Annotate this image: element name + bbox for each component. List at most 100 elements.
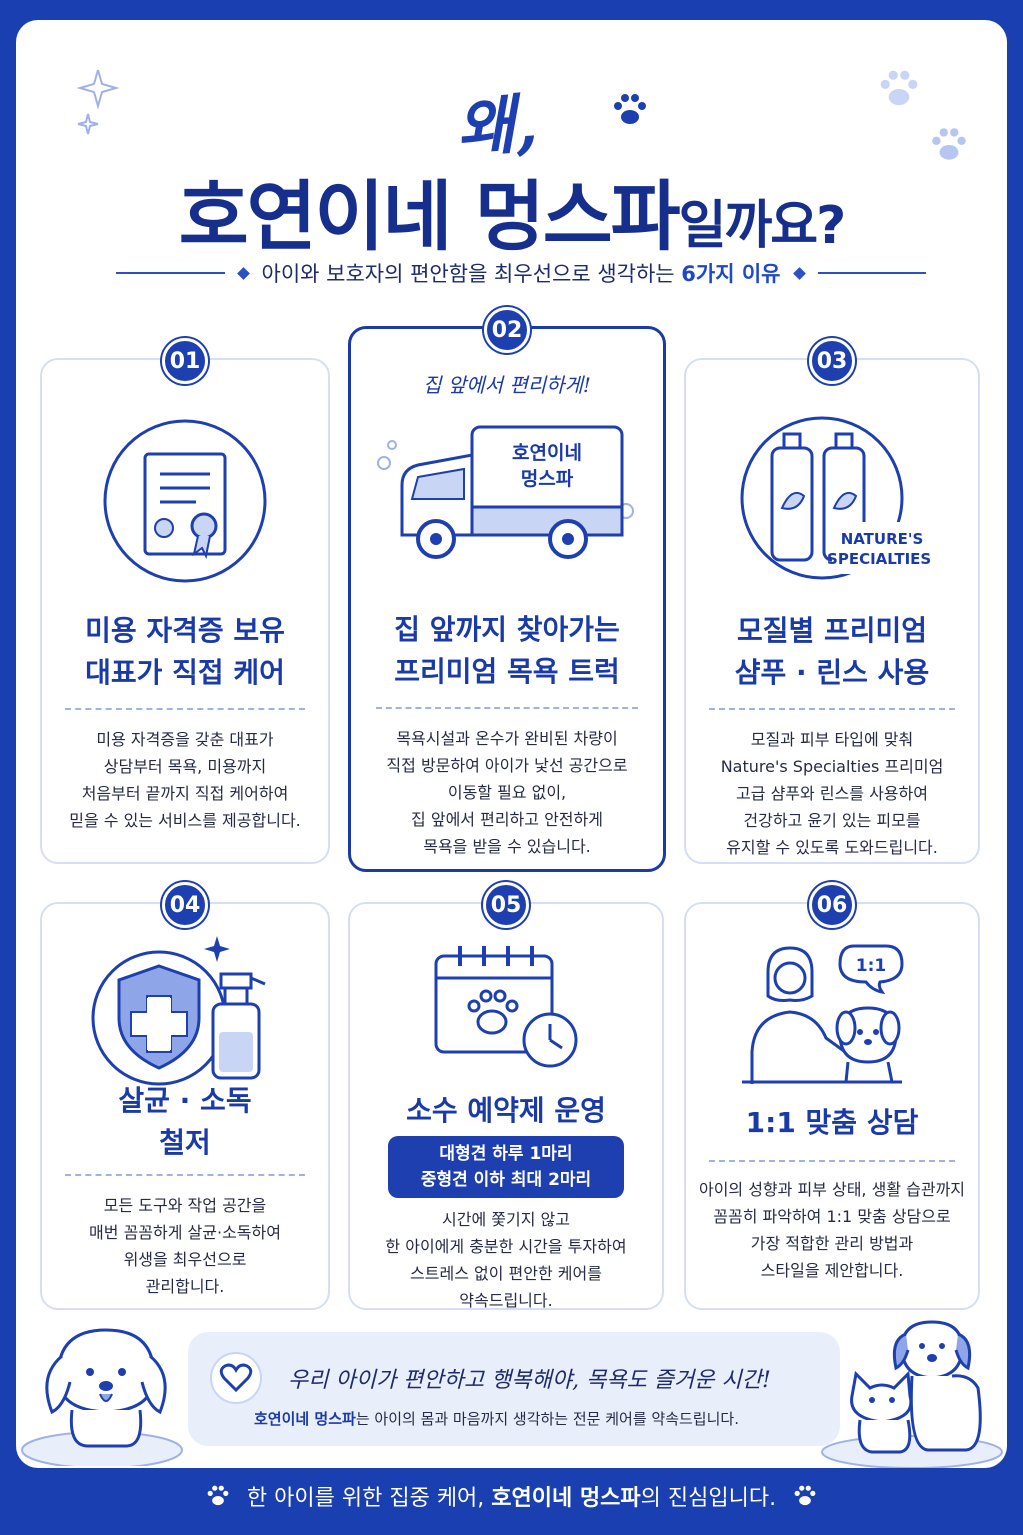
reservation-pill: 대형견 하루 1마리 중형견 이하 최대 2마리 — [388, 1136, 624, 1198]
card-title-line: 모질별 프리미엄 — [736, 614, 928, 647]
card-number: 02 — [484, 307, 530, 353]
card-desc: 목욕시설과 온수가 완비된 차량이 직접 방문하여 아이가 낯선 공간으로 이동… — [351, 725, 663, 860]
bottom-line-text: 는 아이의 몸과 마음까지 생각하는 전문 케어를 약속드립니다. — [355, 1410, 739, 1428]
pill-line: 대형견 하루 1마리 — [439, 1144, 573, 1164]
desc-line: 아이의 성향과 피부 상태, 생활 습관까지 — [698, 1180, 966, 1199]
title-main: 호연이네 멍스파 — [178, 172, 681, 261]
desc-line: 매번 꼼꼼하게 살균·소독하여 — [89, 1223, 281, 1242]
sparkle-icon — [76, 70, 120, 135]
bubble-text: 1:1 — [856, 956, 886, 976]
footer: 한 아이를 위한 집중 케어, 호연이네 멍스파의 진심입니다. — [0, 1480, 1023, 1512]
desc-line: 관리합니다. — [145, 1277, 225, 1296]
footer-text: 한 아이를 위한 집중 케어, 호연이네 멍스파의 진심입니다. — [247, 1480, 776, 1512]
desc-line: 직접 방문하여 아이가 낯선 공간으로 — [386, 756, 628, 775]
desc-line: 스타일을 제안합니다. — [760, 1261, 904, 1280]
diamond-icon — [236, 266, 250, 280]
bottom-brand: 호연이네 멍스파 — [254, 1410, 356, 1428]
poster: 왜, 호연이네 멍스파일까요? 아이와 보호자의 편안함을 최우선으로 생각하는… — [16, 20, 1007, 1468]
heart-icon — [219, 1363, 253, 1393]
desc-line: 약속드립니다. — [459, 1291, 553, 1310]
paw-icon — [932, 128, 966, 160]
consultation-icon: 1:1 — [742, 944, 904, 1084]
divider — [709, 708, 955, 710]
card-title: 집 앞까지 찾아가는 프리미엄 목욕 트럭 — [351, 609, 663, 693]
paw-icon — [880, 70, 918, 106]
card-title-line: 집 앞까지 찾아가는 — [394, 613, 620, 646]
desc-line: 위생을 최우선으로 — [123, 1250, 247, 1269]
card-number: 06 — [809, 882, 855, 928]
card-title-line: 대표가 직접 케어 — [85, 656, 285, 689]
card-title: 미용 자격증 보유 대표가 직접 케어 — [42, 610, 328, 694]
divider — [116, 272, 225, 274]
card-title-line: 소수 예약제 운영 — [406, 1094, 606, 1127]
card-06: 06 1:1 1:1 맞춤 상담 아이의 성향과 피부 상태, 생활 습관까지 … — [684, 882, 980, 1310]
desc-line: 모질과 피부 타입에 맞춰 — [750, 730, 914, 749]
card-title-line: 미용 자격증 보유 — [85, 614, 285, 647]
diamond-icon — [792, 266, 806, 280]
footer-post: 의 진심입니다. — [640, 1486, 777, 1511]
card-number: 05 — [483, 882, 529, 928]
page-title: 호연이네 멍스파일까요? — [16, 155, 1007, 265]
title-suffix: 일까요? — [678, 196, 847, 256]
desc-line: 고급 샴푸와 린스를 사용하여 — [736, 784, 928, 803]
shield-spray-icon — [91, 936, 266, 1086]
desc-line: 시간에 쫓기지 않고 — [442, 1210, 570, 1229]
brand-label-2: SPECIALTIES. — [827, 550, 932, 568]
card-05: 05 소수 예약제 운영 대형견 하루 1마리 중형견 이하 최대 2마리 시간… — [348, 882, 664, 1310]
certificate-icon — [103, 419, 267, 583]
paw-icon — [207, 1485, 229, 1506]
desc-line: 목욕시설과 온수가 완비된 차량이 — [396, 729, 618, 748]
desc-line: 가장 적합한 관리 방법과 — [750, 1234, 914, 1253]
desc-line: 목욕을 받을 수 있습니다. — [423, 837, 591, 856]
bottom-line: 호연이네 멍스파는 아이의 몸과 마음까지 생각하는 전문 케어를 약속드립니다… — [254, 1408, 739, 1429]
divider — [709, 1160, 955, 1162]
card-title-line: 1:1 맞춤 상담 — [745, 1106, 919, 1139]
card-title: 살균 · 소독 철저 — [42, 1080, 328, 1164]
footer-brand: 호연이네 멍스파 — [491, 1486, 641, 1511]
card-title-line: 철저 — [159, 1126, 211, 1159]
desc-line: 상담부터 목욕, 미용까지 — [103, 757, 267, 776]
card-desc: 모질과 피부 타입에 맞춰 Nature's Specialties 프리미엄 … — [686, 726, 978, 861]
desc-line: 이동할 필요 없이, — [447, 783, 567, 802]
subtitle: 아이와 보호자의 편안함을 최우선으로 생각하는 6가지 이유 — [262, 258, 781, 288]
footer-pre: 한 아이를 위한 집중 케어, — [246, 1486, 492, 1511]
card-03: 03 NATURE'S SPECIALTIES. 모질별 프리미엄 샴푸 · 린… — [684, 338, 980, 864]
card-number: 04 — [162, 882, 208, 928]
truck-label-1: 호연이네 — [512, 442, 582, 464]
divider — [64, 708, 306, 710]
desc-line: 믿을 수 있는 서비스를 제공합니다. — [69, 811, 301, 830]
bottom-script: 우리 아이가 편안하고 행복해야, 목욕도 즐거운 시간! — [288, 1368, 771, 1393]
card-02: 02 집 앞에서 편리하게! 호연이네 멍스파 집 앞까지 찾아가는 프리미엄 … — [348, 307, 666, 872]
calendar-clock-icon — [434, 946, 578, 1068]
card-desc: 시간에 쫓기지 않고 한 아이에게 충분한 시간을 투자하여 스트레스 없이 편… — [350, 1206, 662, 1314]
brand-label-1: NATURE'S — [841, 530, 924, 548]
desc-line: 스트레스 없이 편안한 케어를 — [410, 1264, 602, 1283]
paw-icon — [614, 94, 646, 124]
card-title: 1:1 맞춤 상담 — [686, 1102, 978, 1144]
divider — [375, 707, 639, 709]
dog-cat-illustration — [821, 1320, 1003, 1468]
card-desc: 미용 자격증을 갖춘 대표가 상담부터 목욕, 미용까지 처음부터 끝까지 직접… — [42, 726, 328, 834]
paw-icon — [794, 1485, 816, 1506]
card-title: 모질별 프리미엄 샴푸 · 린스 사용 — [686, 610, 978, 694]
card-number: 01 — [162, 338, 208, 384]
card-title-line: 샴푸 · 린스 사용 — [734, 656, 930, 689]
desc-line: 집 앞에서 편리하고 안전하게 — [411, 810, 603, 829]
card-title-line: 프리미엄 목욕 트럭 — [394, 655, 620, 688]
desc-line: 처음부터 끝까지 직접 케어하여 — [81, 784, 289, 803]
subtitle-row: 아이와 보호자의 편안함을 최우선으로 생각하는 6가지 이유 — [116, 258, 927, 288]
card-04: 04 살균 · 소독 철저 모든 도구와 작업 공간을 매번 꼼꼼하게 살균·소… — [40, 882, 330, 1310]
desc-line: Nature's Specialties 프리미엄 — [720, 757, 944, 776]
puppy-illustration — [21, 1328, 183, 1466]
desc-line: 꼼꼼히 파악하여 1:1 맞춤 상담으로 — [713, 1207, 951, 1226]
desc-line: 건강하고 윤기 있는 피모를 — [743, 811, 921, 830]
truck-label-2: 멍스파 — [521, 468, 574, 490]
card-title: 소수 예약제 운영 — [350, 1090, 662, 1132]
desc-line: 한 아이에게 충분한 시간을 투자하여 — [385, 1237, 627, 1256]
divider — [817, 272, 927, 274]
divider — [64, 1174, 306, 1176]
heart-badge — [210, 1352, 262, 1404]
card-title-line: 살균 · 소독 — [118, 1084, 252, 1117]
card-number: 03 — [809, 338, 855, 384]
desc-line: 미용 자격증을 갖춘 대표가 — [96, 730, 274, 749]
